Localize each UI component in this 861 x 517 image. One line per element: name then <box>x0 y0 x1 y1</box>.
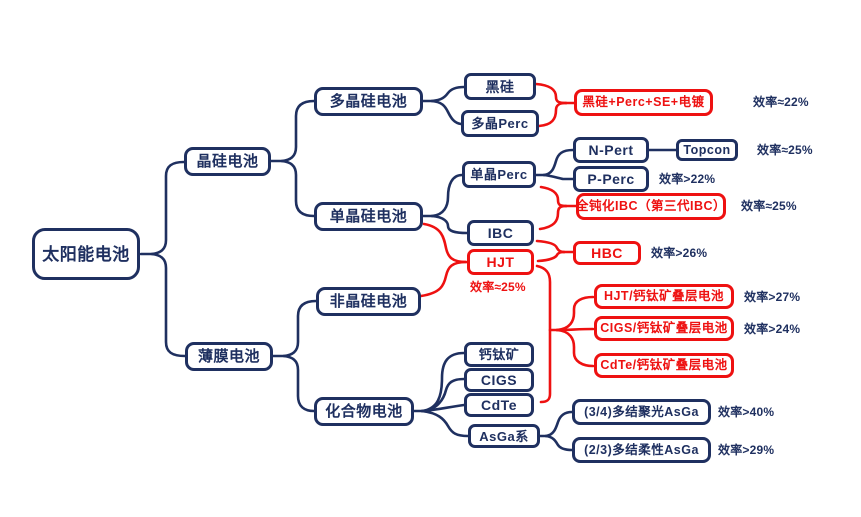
efficiency-label-asga-multi-flexible: 效率>29% <box>718 443 775 457</box>
node-ibc: IBC <box>467 220 534 246</box>
node-black-si: 黑硅 <box>464 73 536 100</box>
node-solar-cells: 太阳能电池 <box>32 228 140 280</box>
node-amorphous-si: 非晶硅电池 <box>316 287 421 316</box>
node-hbc: HBC <box>573 241 641 265</box>
node-full-passivated-ibc: 全钝化IBC（第三代IBC） <box>576 193 726 220</box>
node-cigs: CIGS <box>464 368 534 392</box>
node-cdte-perovskite-tandem: CdTe/钙钛矿叠层电池 <box>594 353 734 378</box>
node-cigs-perovskite-tandem: CIGS/钙钛矿叠层电池 <box>594 316 734 341</box>
efficiency-label-topcon: 效率≈25% <box>757 143 813 157</box>
efficiency-label-p-perc: 效率>22% <box>659 172 716 186</box>
efficiency-label-asga-multi-concentrator: 效率>40% <box>718 405 775 419</box>
node-asga-multi-flexible: (2/3)多结柔性AsGa <box>572 437 711 463</box>
node-hjt-perovskite-tandem: HJT/钙钛矿叠层电池 <box>594 284 734 309</box>
node-poly-si: 多晶硅电池 <box>314 87 423 116</box>
node-topcon: Topcon <box>676 139 738 161</box>
efficiency-label-black-si-combo: 效率≈22% <box>753 95 809 109</box>
red-combination-connectors <box>419 82 595 404</box>
efficiency-label-hjt: 效率≈25% <box>470 280 526 294</box>
node-mono-si: 单晶硅电池 <box>314 202 423 231</box>
node-asga-multi-concentrator: (3/4)多结聚光AsGa <box>572 399 711 425</box>
node-cdte: CdTe <box>464 393 534 417</box>
node-crystalline-si: 晶硅电池 <box>184 147 271 176</box>
node-poly-perc: 多晶Perc <box>461 110 539 137</box>
node-mono-perc: 单晶Perc <box>462 161 536 188</box>
node-asga-series: AsGa系 <box>468 424 540 448</box>
efficiency-label-hjt-perovskite-tandem: 效率>27% <box>744 290 801 304</box>
node-hjt: HJT <box>467 249 534 275</box>
node-thin-film: 薄膜电池 <box>185 342 273 371</box>
efficiency-label-full-passivated-ibc: 效率≈25% <box>741 199 797 213</box>
node-black-si-combo: 黑硅+Perc+SE+电镀 <box>574 89 713 116</box>
node-p-perc: P-Perc <box>573 166 649 192</box>
efficiency-label-cigs-perovskite-tandem: 效率>24% <box>744 322 801 336</box>
node-perovskite: 钙钛矿 <box>464 342 534 367</box>
efficiency-label-hbc: 效率>26% <box>651 246 708 260</box>
node-n-pert: N-Pert <box>573 137 649 163</box>
navy-branch-connectors <box>139 85 678 452</box>
node-compound: 化合物电池 <box>314 397 414 426</box>
